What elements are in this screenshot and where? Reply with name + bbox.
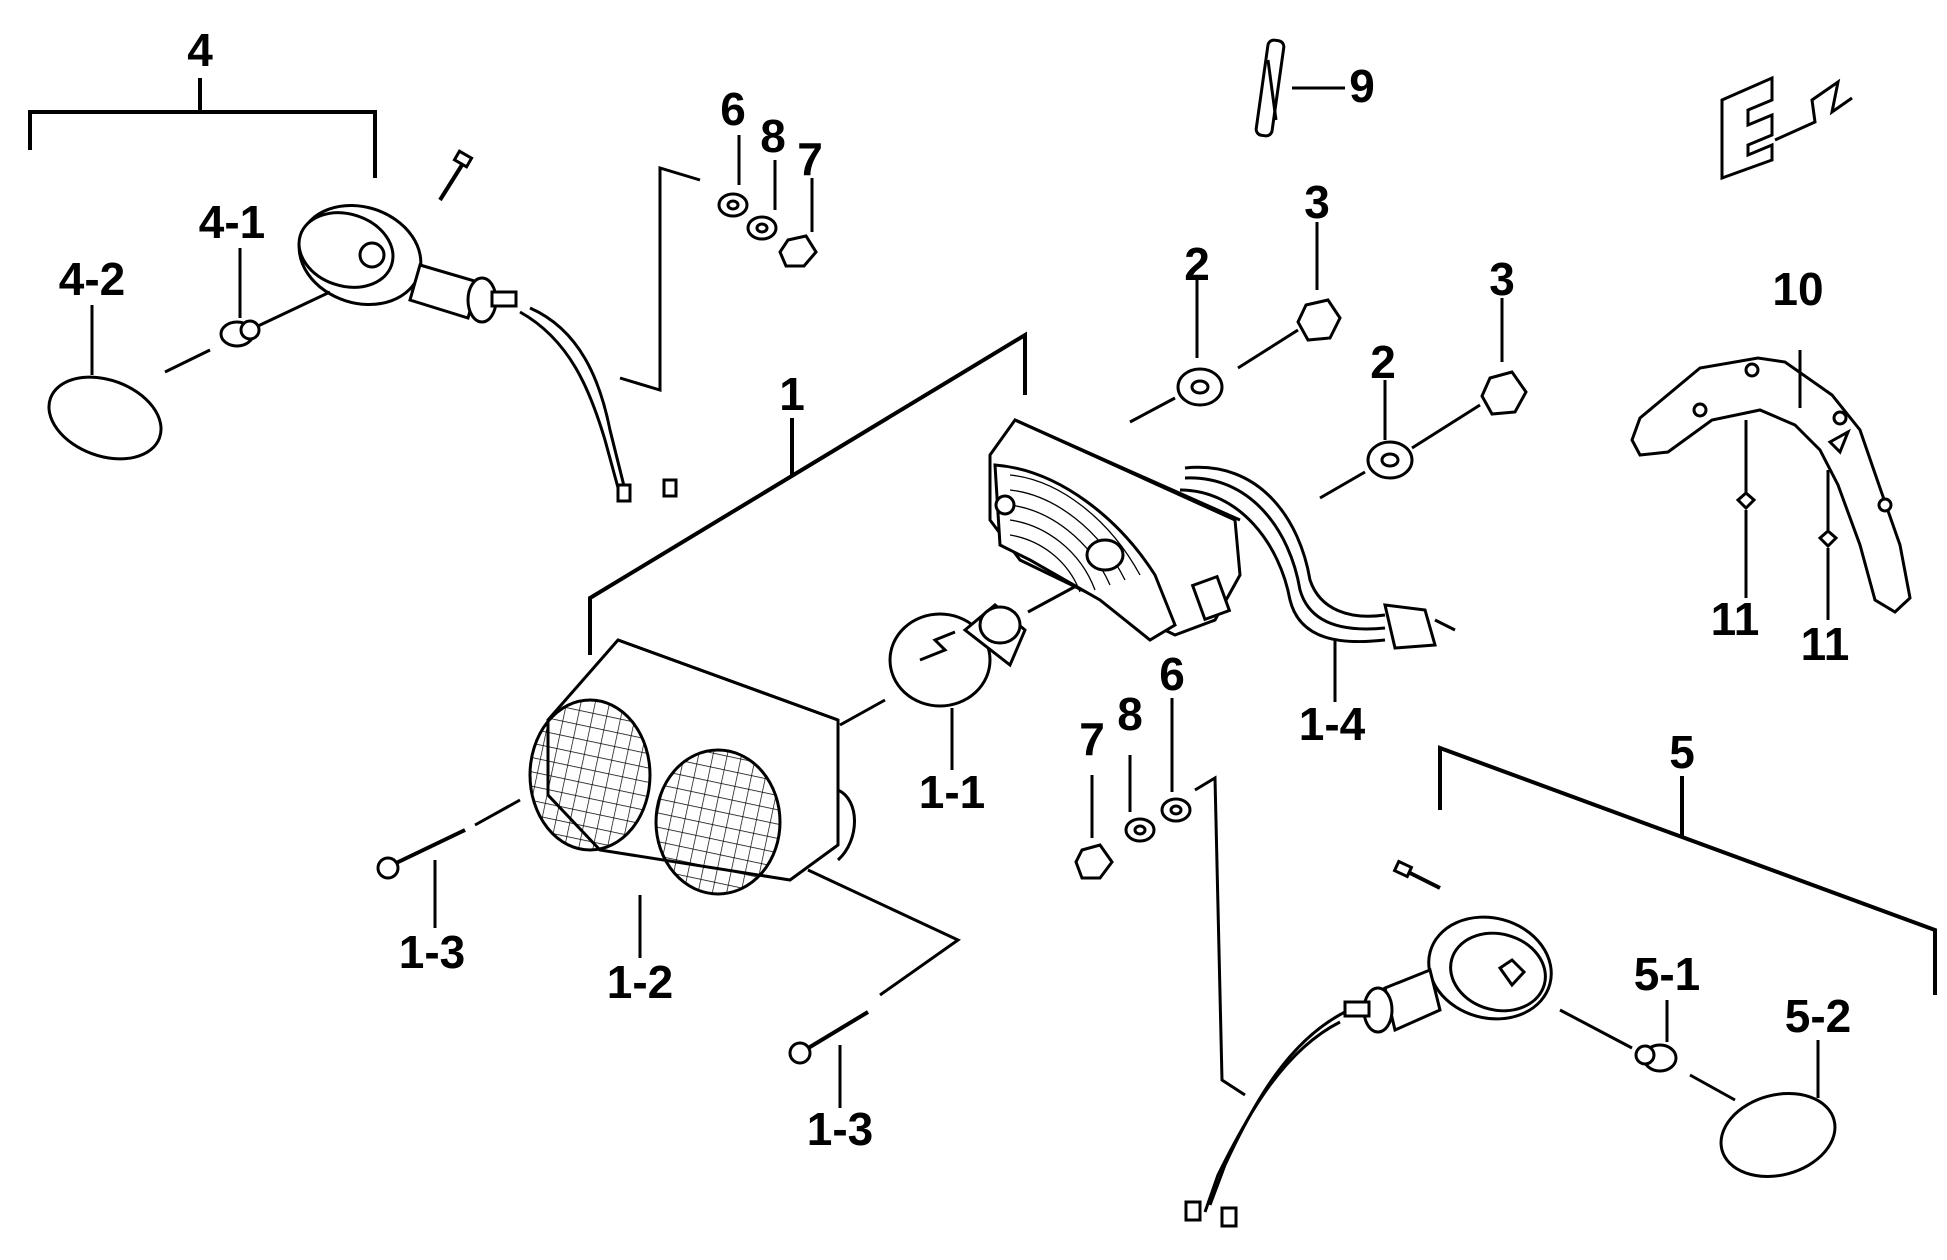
label-7-upper: 7 — [797, 133, 823, 185]
label-4: 4 — [187, 24, 213, 76]
label-3-left: 3 — [1304, 176, 1330, 228]
label-3-right: 3 — [1489, 253, 1515, 305]
taillight-assembly — [376, 222, 1528, 1108]
label-5: 5 — [1669, 726, 1695, 778]
hardware-set-upper — [717, 135, 818, 268]
label-1-4: 1-4 — [1299, 698, 1366, 750]
label-6-lower: 6 — [1159, 648, 1185, 700]
label-8-upper: 8 — [760, 110, 786, 162]
label-4-1: 4-1 — [199, 196, 265, 248]
reflector-clip — [1254, 38, 1345, 138]
turn-signal-rear-right — [1184, 745, 1937, 1228]
turn-signal-front-left — [28, 78, 701, 503]
label-9: 9 — [1349, 60, 1375, 112]
label-11-left: 11 — [1711, 593, 1760, 645]
label-1-1: 1-1 — [919, 766, 985, 818]
label-1-2: 1-2 — [607, 956, 673, 1008]
label-8-lower: 8 — [1117, 688, 1143, 740]
label-5-2: 5-2 — [1785, 990, 1851, 1042]
part-labels: 4 4-1 4-2 6 8 7 9 3 2 3 10 2 1 11 11 6 8… — [59, 24, 1851, 1155]
mounting-bracket — [1630, 350, 1912, 620]
label-11-right: 11 — [1801, 618, 1850, 670]
label-7-lower: 7 — [1079, 713, 1105, 765]
label-1: 1 — [779, 368, 805, 420]
label-2-right: 2 — [1370, 336, 1396, 388]
lens-right — [654, 748, 782, 896]
lens-left — [528, 698, 652, 852]
label-5-1: 5-1 — [1634, 948, 1700, 1000]
label-4-2: 4-2 — [59, 253, 125, 305]
label-10: 10 — [1772, 263, 1823, 315]
direction-logo-icon — [1720, 75, 1853, 181]
label-1-3-left: 1-3 — [399, 926, 465, 978]
label-6-upper: 6 — [720, 83, 746, 135]
label-2-left: 2 — [1184, 238, 1210, 290]
hardware-set-lower — [1074, 698, 1246, 1097]
label-1-3-right: 1-3 — [807, 1103, 873, 1155]
